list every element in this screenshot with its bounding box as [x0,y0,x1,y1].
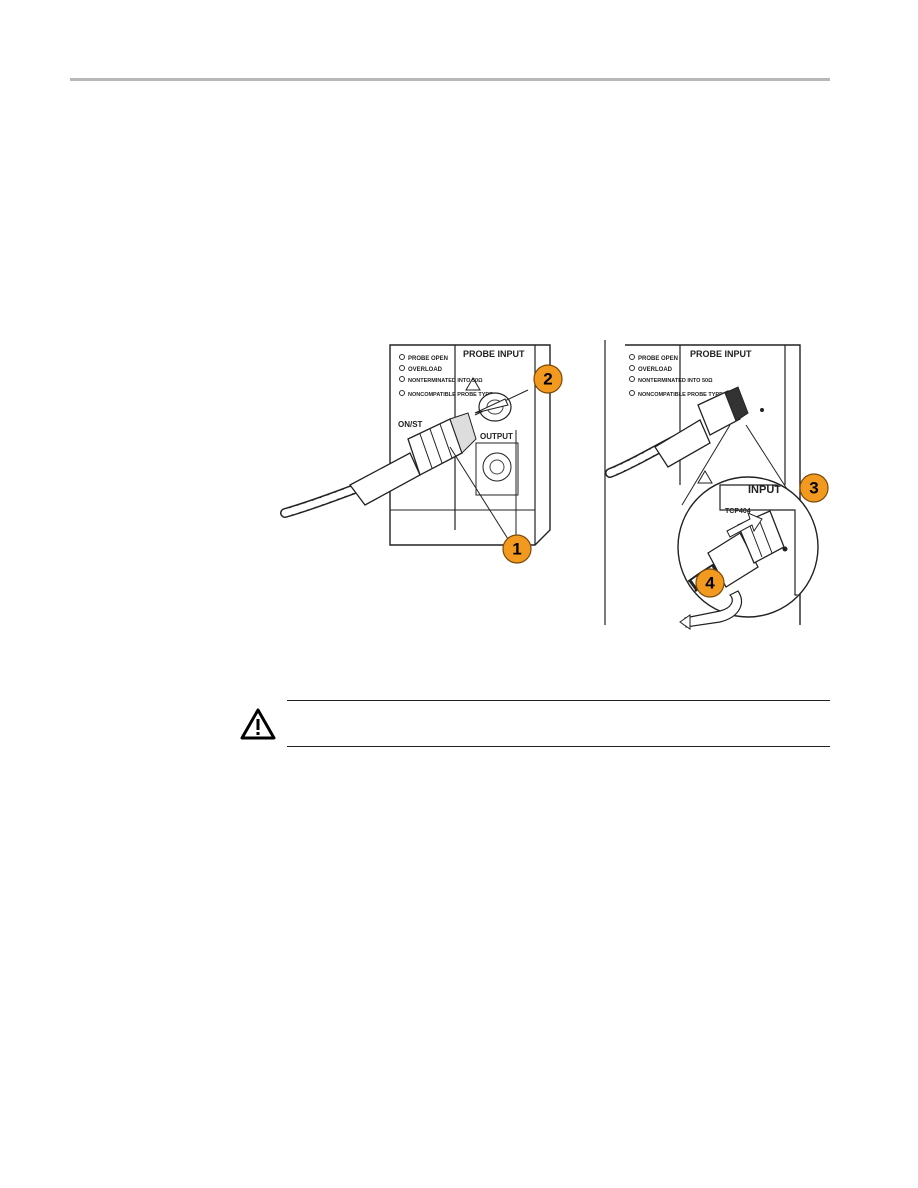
right-indicator-noncompatible: NONCOMPATIBLE PROBE TYPE [638,392,723,398]
left-output-label: OUTPUT [480,432,513,441]
indicator-probe-open: PROBE OPEN [408,356,448,362]
callout-2: 2 [533,364,563,394]
callout-3: 3 [799,473,829,503]
inset-input-label: INPUT [748,484,781,496]
probe-connection-illustration: PROBE OPEN OVERLOAD NONTERMINATED INTO 5… [280,335,840,630]
svg-text:3: 3 [809,479,818,498]
right-indicator-overload: OVERLOAD [638,367,673,373]
right-indicator-list: PROBE OPEN OVERLOAD NONTERMINATED INTO 5… [629,354,723,398]
left-panel: PROBE OPEN OVERLOAD NONTERMINATED INTO 5… [280,344,551,546]
right-indicator-nonterminated: NONTERMINATED INTO 50Ω [638,378,713,384]
indicator-overload: OVERLOAD [408,367,443,373]
right-indicator-probe-open: PROBE OPEN [638,356,678,362]
left-indicator-list: PROBE OPEN OVERLOAD NONTERMINATED INTO 5… [399,354,493,398]
callout-4: 4 [695,568,725,598]
right-probe-input-label: PROBE INPUT [690,349,752,359]
inset-model-label: TCP404 [725,508,751,515]
svg-text:4: 4 [705,574,715,593]
svg-text:2: 2 [543,370,552,389]
caution-rule-bottom [287,746,830,747]
left-probe-input-label: PROBE INPUT [463,349,525,359]
left-on-standby-label: ON/ST [398,420,423,429]
callout-1: 1 [502,534,532,564]
warning-triangle-icon [240,708,276,740]
header-rule [70,78,830,81]
indicator-nonterminated: NONTERMINATED INTO 50Ω [408,378,483,384]
svg-text:1: 1 [512,540,521,559]
indicator-noncompatible: NONCOMPATIBLE PROBE TYPE [408,392,493,398]
caution-block [240,700,830,748]
caution-rule-top [287,700,830,701]
